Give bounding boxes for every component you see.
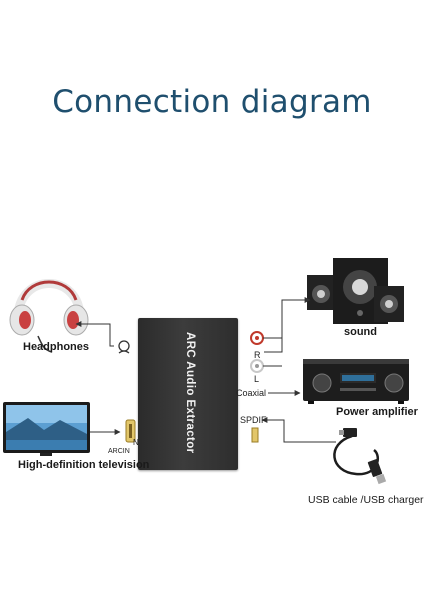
television-label: High-definition television — [18, 459, 150, 471]
diagram-title: Connection diagram — [52, 84, 372, 120]
device-label: ARC Audio Extractor — [184, 332, 196, 454]
speakers-icon — [307, 258, 404, 324]
hdmi-port-icon — [125, 419, 136, 443]
connection-lines — [75, 297, 336, 443]
port-label-coaxial: Coaxial — [236, 388, 267, 398]
usb-cable-icon — [333, 428, 387, 485]
port-label-arcin: ARCIN — [108, 448, 130, 455]
amplifier-label: Power amplifier — [336, 406, 418, 418]
headphone-jack-icon — [118, 340, 130, 354]
port-label-l: L — [254, 374, 260, 384]
port-label-r: R — [254, 350, 261, 360]
rca-red-port — [250, 331, 264, 345]
headphones-icon — [9, 279, 89, 353]
arc-audio-extractor-device — [138, 318, 238, 470]
television-icon — [3, 402, 90, 456]
amplifier-icon — [303, 359, 409, 404]
usb-port-icon — [251, 427, 259, 443]
sound-label: sound — [344, 326, 377, 338]
port-label-spdif: SPDIF — [240, 415, 267, 425]
headphones-label: Headphones — [23, 341, 90, 353]
usb-label: USB cable /USB charger — [308, 494, 424, 506]
port-label-n: N — [133, 438, 139, 447]
rca-white-port — [250, 359, 264, 373]
